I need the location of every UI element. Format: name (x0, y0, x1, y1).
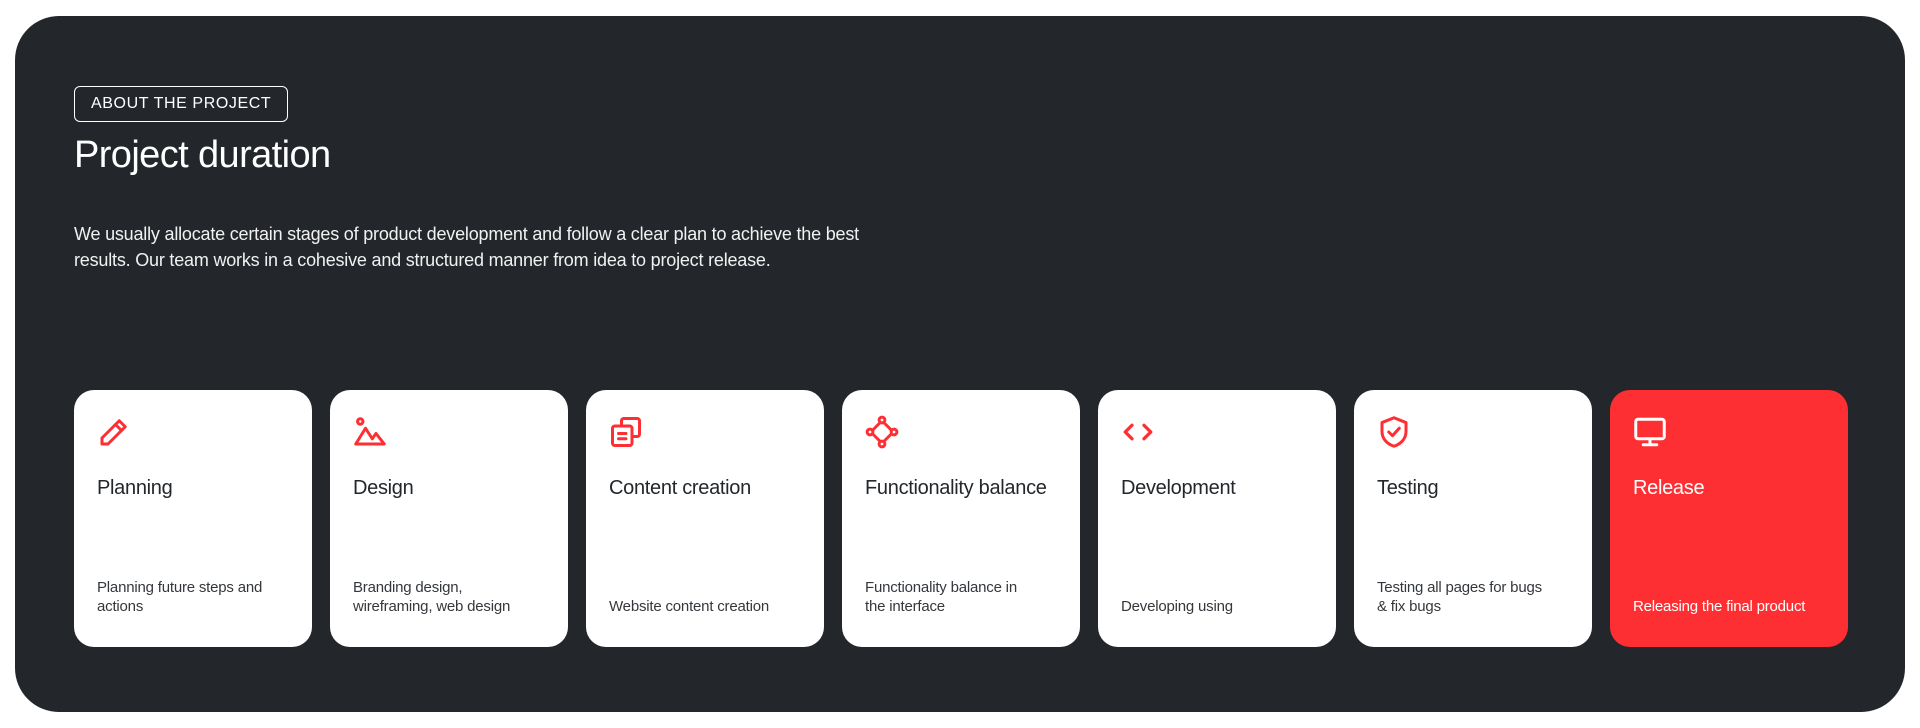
nodes-icon (864, 414, 900, 450)
stage-description: Releasing the final product (1633, 598, 1806, 615)
stage-title: Planning (97, 477, 173, 499)
stage-description: Developing using (1121, 598, 1233, 615)
section-title: Project duration (74, 134, 331, 176)
stage-title: Design (353, 477, 414, 499)
stage-card-functionality-balance[interactable]: Functionality balance Functionality bala… (842, 390, 1080, 647)
stage-title: Release (1633, 477, 1705, 499)
stage-title: Testing (1377, 477, 1439, 499)
code-icon (1120, 414, 1156, 450)
image-icon (352, 414, 388, 450)
stage-description: Website content creation (609, 598, 770, 615)
stage-card-content-creation[interactable]: Content creation Website content creatio… (586, 390, 824, 647)
stage-card-planning[interactable]: Planning Planning future steps and actio… (74, 390, 312, 647)
stage-description: Functionality balance in the interface (865, 579, 1017, 615)
stage-description: Branding design, wireframing, web design (353, 579, 511, 615)
section-description: We usually allocate certain stages of pr… (74, 224, 859, 270)
stage-description: Planning future steps and actions (97, 579, 263, 615)
stage-description: Testing all pages for bugs & fix bugs (1377, 579, 1542, 615)
stage-card-testing[interactable]: Testing Testing all pages for bugs & fix… (1354, 390, 1592, 647)
stage-title: Functionality balance (865, 477, 1047, 499)
stages-list: Planning Planning future steps and actio… (74, 390, 1848, 647)
section-badge: ABOUT THE PROJECT (74, 86, 289, 122)
copy-icon (608, 414, 644, 450)
stage-card-development[interactable]: Development Developing using (1098, 390, 1336, 647)
monitor-icon (1632, 414, 1668, 450)
stage-card-release[interactable]: Release Releasing the final product (1610, 390, 1848, 647)
stage-title: Development (1121, 477, 1236, 499)
shield-check-icon (1376, 414, 1412, 450)
project-duration-section: ABOUT THE PROJECT Project duration We us… (15, 16, 1905, 712)
stage-card-design[interactable]: Design Branding design, wireframing, web… (330, 390, 568, 647)
stage-title: Content creation (609, 477, 751, 499)
pencil-icon (96, 414, 132, 450)
